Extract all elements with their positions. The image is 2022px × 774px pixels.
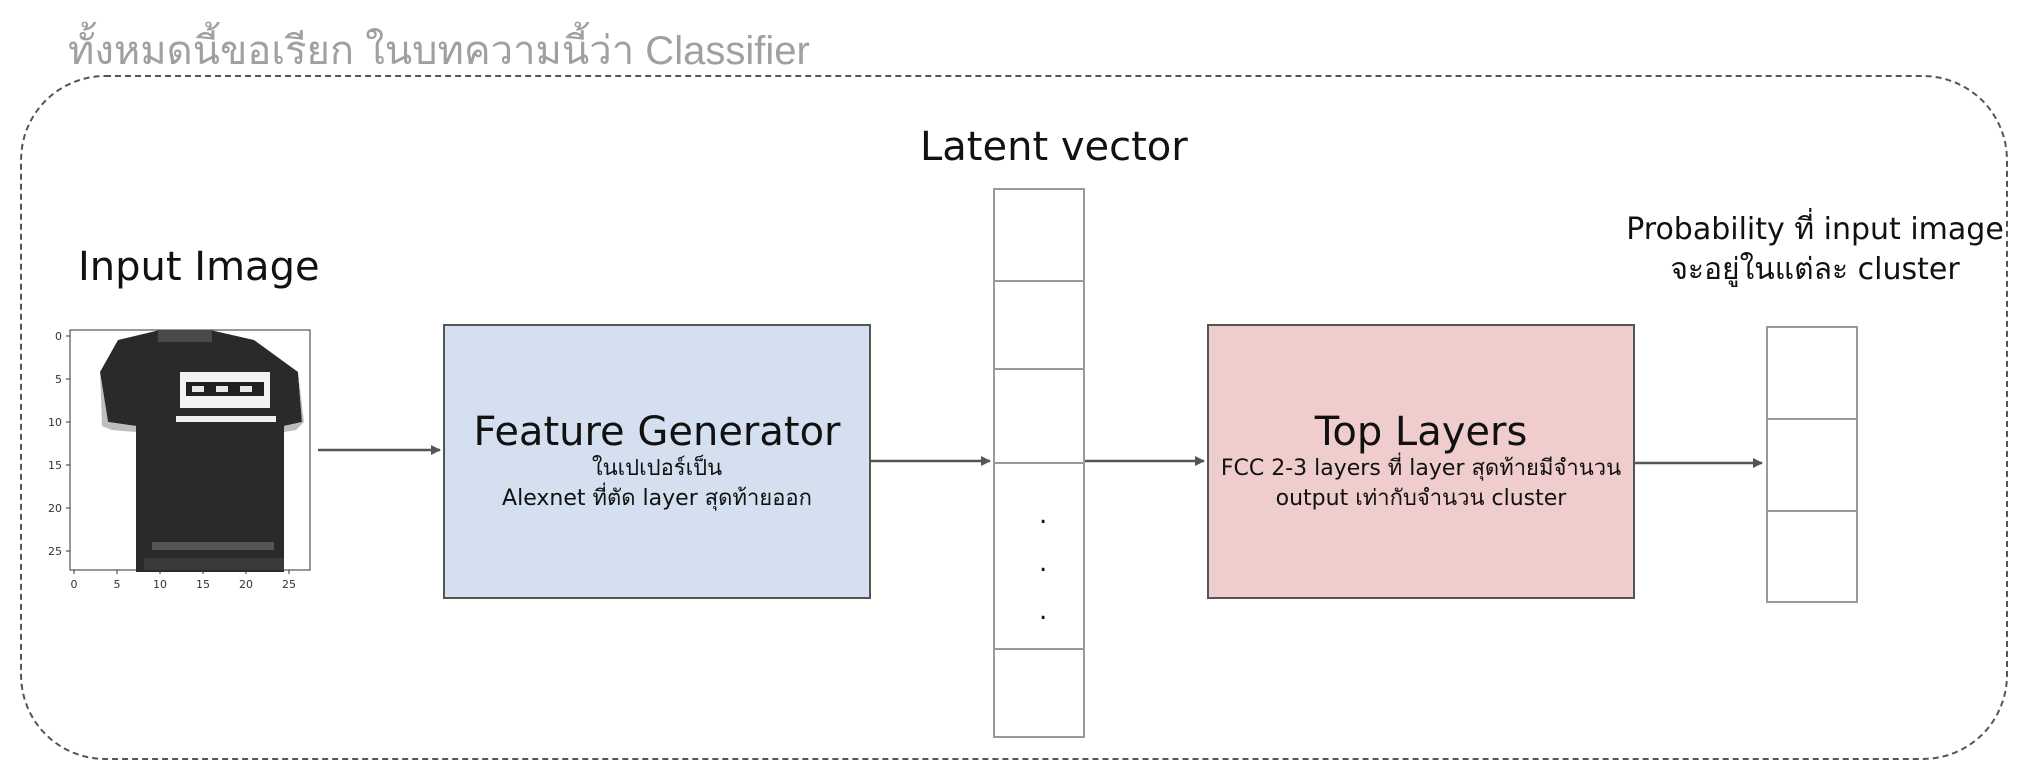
x-tick-label: 10: [153, 578, 167, 591]
probability-label-line1: Probability ที่ input image: [1626, 212, 2004, 247]
feature-generator-box: Feature Generator ในเปเปอร์เป็น Alexnet …: [443, 324, 871, 599]
diagram-title: ทั้งหมดนี้ขอเรียก ในบทความนี้ว่า Classif…: [68, 29, 810, 73]
y-tick-label: 25: [48, 545, 62, 558]
x-tick-label: 15: [196, 578, 210, 591]
output-probability-vector: [1766, 326, 1858, 603]
latent-vector: . . .: [993, 188, 1085, 738]
classifier-frame: [20, 75, 2008, 760]
latent-vector-label: Latent vector: [920, 124, 1188, 170]
y-tick-label: 20: [48, 502, 62, 515]
feature-generator-title: Feature Generator: [473, 408, 841, 455]
top-layers-title: Top Layers: [1314, 408, 1528, 455]
input-image-plot: 0 5 10 15 20 25 0 5 10 15 20 25: [48, 329, 311, 591]
x-tick-label: 5: [114, 578, 121, 591]
y-tick-label: 5: [55, 373, 62, 386]
y-tick-labels: 0 5 10 15 20 25: [48, 330, 70, 558]
latent-cell-divider: [995, 280, 1083, 282]
top-layers-box: Top Layers FCC 2-3 layers ที่ layer สุดท…: [1207, 324, 1635, 599]
output-cell-divider: [1768, 510, 1856, 512]
top-layers-line1: FCC 2-3 layers ที่ layer สุดท้ายมีจำนวน: [1220, 455, 1622, 481]
y-tick-label: 0: [55, 330, 62, 343]
feature-generator-line2: Alexnet ที่ตัด layer สุดท้ายออก: [502, 485, 812, 511]
y-tick-label: 10: [48, 416, 62, 429]
x-tick-label: 25: [282, 578, 296, 591]
latent-cell-divider: [995, 368, 1083, 370]
latent-ellipsis-dot: .: [1039, 596, 1048, 626]
feature-generator-line1: ในเปเปอร์เป็น: [591, 455, 723, 481]
x-tick-labels: 0 5 10 15 20 25: [71, 570, 296, 591]
latent-cell-divider: [995, 462, 1083, 464]
output-cell-divider: [1768, 418, 1856, 420]
top-layers-line2: output เท่ากับจำนวน cluster: [1275, 485, 1567, 511]
latent-ellipsis-dot: .: [1039, 548, 1048, 578]
y-tick-label: 15: [48, 459, 62, 472]
probability-label: Probability ที่ input image จะอยู่ในแต่ล…: [1620, 210, 2010, 290]
probability-label-line2: จะอยู่ในแต่ละ cluster: [1670, 252, 1960, 287]
shirt-image: [100, 330, 304, 572]
x-tick-label: 20: [239, 578, 253, 591]
latent-cell-divider: [995, 648, 1083, 650]
latent-ellipsis-dot: .: [1039, 500, 1048, 530]
input-image-label: Input Image: [78, 244, 320, 290]
x-tick-label: 0: [71, 578, 78, 591]
